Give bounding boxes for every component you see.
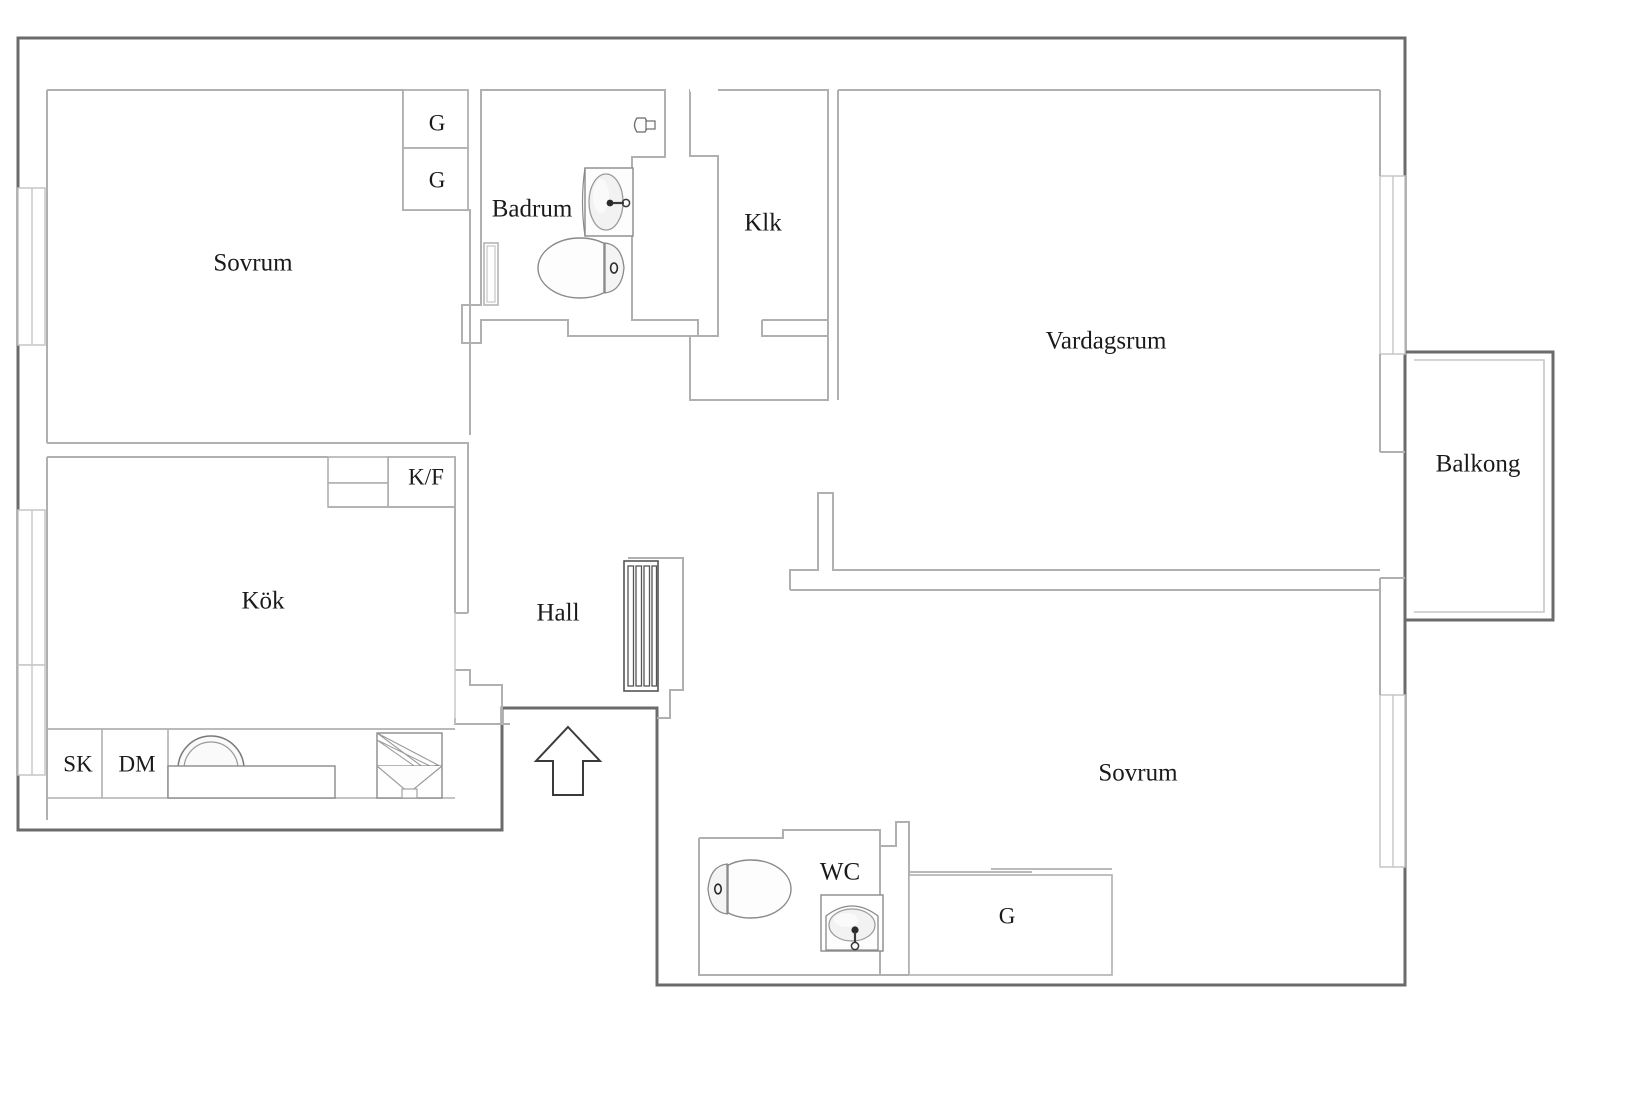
room-label-badrum: Badrum (492, 196, 573, 223)
room-label-kok: Kök (241, 588, 285, 615)
room-label-balkong: Balkong (1436, 451, 1521, 478)
room-label-hall: Hall (536, 600, 579, 627)
room-label-sovrum-bottom: Sovrum (1098, 760, 1178, 787)
bathroom-valve-fixture (633, 117, 656, 133)
storage-label-dm: DM (118, 751, 155, 776)
bathroom-sink-fixture (581, 167, 634, 237)
outer-wall-shell (16, 36, 1407, 987)
interior-walls (46, 88, 1405, 976)
storage-label-sk: SK (63, 751, 93, 776)
balcony-shell (1405, 350, 1555, 622)
wc-sink-fixture (820, 894, 884, 952)
hall-radiator-fixture (623, 560, 659, 692)
window-group-left (17, 187, 46, 776)
kitchen-counter-fixture (167, 765, 336, 799)
wc-toilet-fixture (707, 859, 792, 919)
room-label-group: Sovrum Badrum Klk Vardagsrum Balkong Kök… (213, 196, 1520, 886)
room-label-vardagsrum: Vardagsrum (1046, 328, 1167, 355)
storage-label-kf: K/F (408, 464, 444, 489)
entrance-arrow-icon (533, 725, 603, 796)
storage-label-g-bottom: G (999, 903, 1016, 928)
bathroom-toilet-fixture (537, 237, 625, 299)
storage-label-g-top-1: G (429, 110, 446, 135)
window-group-right (1379, 175, 1406, 868)
kitchen-sink-fixture (376, 732, 443, 799)
room-label-sovrum-top: Sovrum (213, 250, 293, 277)
room-label-wc: WC (820, 859, 860, 886)
storage-label-group: G G K/F SK DM G (63, 110, 1015, 928)
storage-label-g-top-2: G (429, 167, 446, 192)
room-label-klk: Klk (744, 210, 782, 237)
